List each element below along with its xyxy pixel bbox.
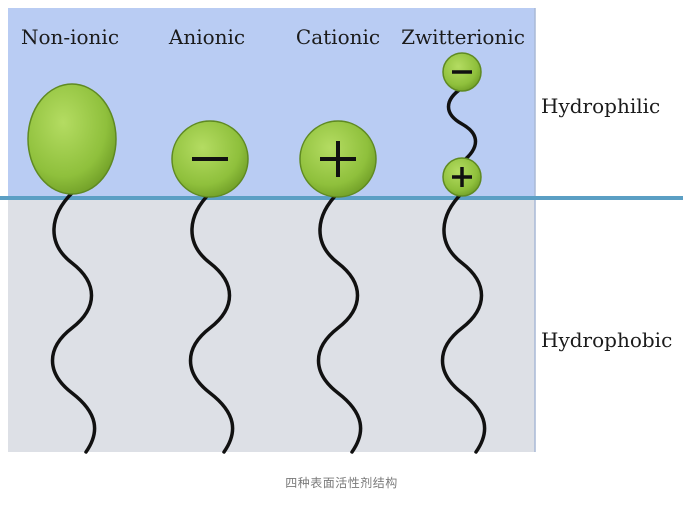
- zwitterionic-linker: [446, 86, 478, 164]
- label-cationic: Cationic: [296, 25, 380, 49]
- label-zwitterionic: Zwitterionic: [401, 25, 525, 49]
- non-ionic-tail: [50, 191, 97, 454]
- cationic-tail: [316, 191, 363, 454]
- figure-caption: 四种表面活性剂结构: [285, 476, 398, 490]
- anionic-tail: [188, 191, 235, 454]
- label-hydrophobic: Hydrophobic: [541, 328, 672, 352]
- label-anionic: Anionic: [168, 25, 245, 49]
- label-hydrophilic: Hydrophilic: [541, 94, 660, 118]
- hydrophobic-region: [8, 198, 535, 452]
- zwitterionic-tail: [440, 191, 487, 454]
- surfactant-diagram: Non-ionic Anionic Cationic Zwitterionic …: [0, 8, 683, 454]
- non-ionic-head: [27, 83, 117, 195]
- label-non-ionic: Non-ionic: [21, 25, 119, 49]
